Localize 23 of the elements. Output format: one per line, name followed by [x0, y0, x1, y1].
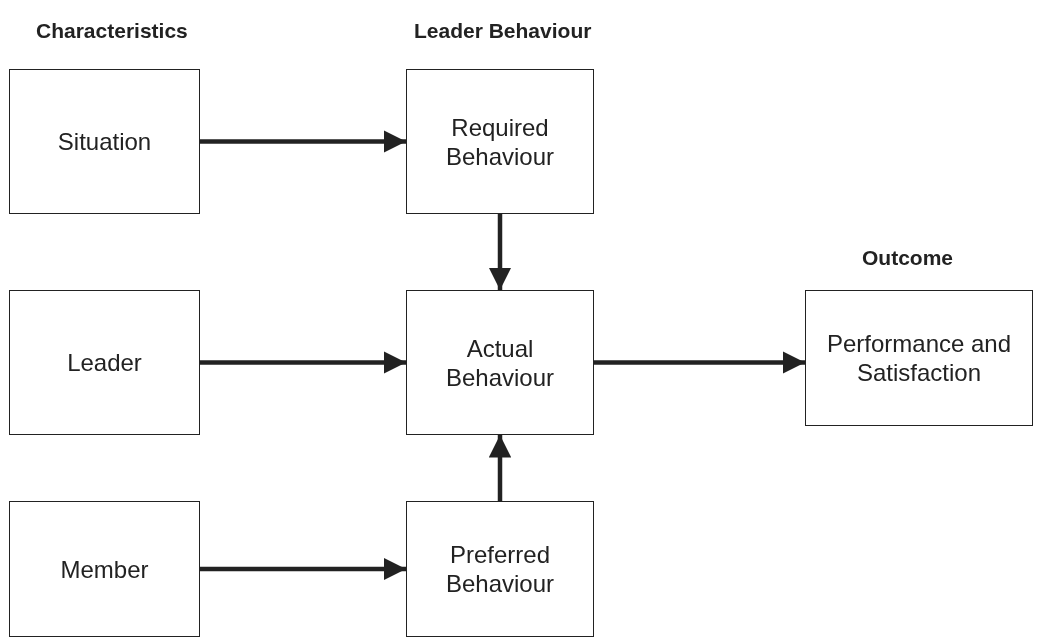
process-box: [406, 501, 594, 637]
box-label: Actual Behaviour: [444, 333, 556, 392]
process-box: [406, 290, 594, 435]
box-label: Leader: [67, 348, 142, 377]
process-box: [9, 290, 200, 435]
arrow: [594, 351, 805, 374]
column-heading: Leader Behaviour: [414, 19, 592, 43]
arrow: [200, 351, 406, 374]
box-label: Situation: [57, 127, 152, 156]
arrow: [488, 214, 512, 290]
box-label: Performance and Satisfaction: [825, 329, 1013, 387]
process-box: [9, 501, 200, 637]
arrow: [488, 435, 512, 501]
box-label: Preferred Behaviour: [444, 540, 556, 598]
column-heading: Outcome: [862, 246, 953, 270]
arrow: [200, 130, 406, 153]
process-box: [406, 69, 594, 214]
arrow: [200, 557, 406, 581]
column-heading: Characteristics: [36, 19, 188, 43]
process-box: [805, 290, 1033, 426]
box-label: Member: [60, 554, 149, 584]
process-box: [9, 69, 200, 214]
box-label: Required Behaviour: [444, 112, 556, 171]
